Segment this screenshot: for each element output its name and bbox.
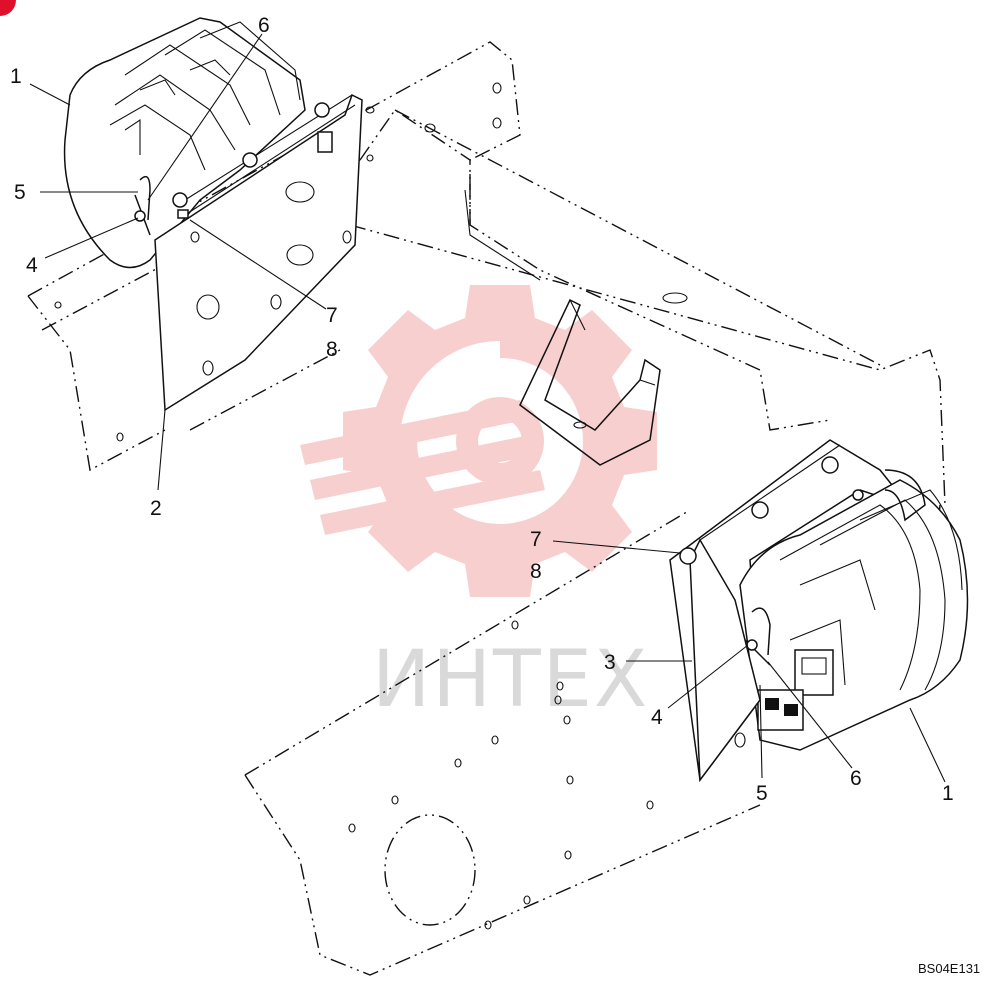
callout-4-left: 4	[26, 254, 38, 277]
callout-2: 2	[150, 497, 162, 520]
cross-member	[365, 82, 688, 466]
callout-6-left: 6	[258, 14, 270, 37]
callout-8-right: 8	[530, 560, 542, 583]
drawing-code: BS04E131	[918, 961, 980, 976]
callout-3: 3	[604, 651, 616, 674]
callout-5-right: 5	[756, 782, 768, 805]
callout-4-right: 4	[651, 706, 663, 729]
right-counterweight-assembly	[669, 439, 969, 783]
left-counterweight-assembly	[63, 17, 363, 412]
watermark-text: ИНТЕХ	[372, 635, 649, 725]
callout-7-left: 7	[326, 304, 338, 327]
callout-6-right: 6	[850, 767, 862, 790]
callout-labels: 1 6 5 4 7 8 2 7 8 3 4 5 6 1	[10, 14, 954, 805]
callout-8-left: 8	[326, 338, 338, 361]
watermark-logo	[300, 285, 657, 597]
callout-7-right: 7	[530, 528, 542, 551]
callout-1-right: 1	[942, 782, 954, 805]
callout-1-left: 1	[10, 65, 22, 88]
callout-5-left: 5	[14, 181, 26, 204]
lower-panel-holes	[54, 154, 654, 930]
corner-marker	[0, 0, 16, 16]
leader-lines	[29, 33, 946, 783]
